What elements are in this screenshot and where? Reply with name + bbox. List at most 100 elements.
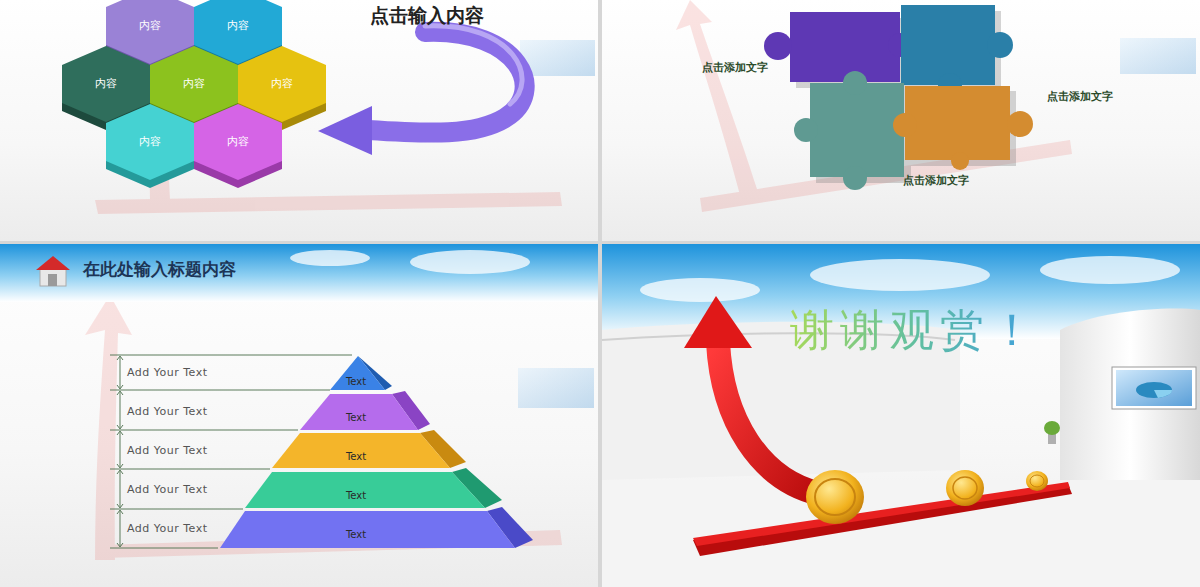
puzzle-piece [951,152,969,170]
sky-band [810,259,990,291]
bracket-line [120,511,121,546]
node-text: 内容 [139,20,161,32]
hexagon-cell: 内容 [106,104,194,180]
gold-coin [1026,471,1048,491]
pyramid-tier-face [272,433,450,468]
bracket-line [110,509,243,510]
curved-arrow [318,26,525,155]
sky-band [0,244,598,302]
potted-plant [1048,434,1056,444]
gold-coin [806,470,1048,524]
wall-picture [518,368,594,408]
puzzle-piece [893,113,917,137]
pyramid-tier: Text [300,391,430,430]
node-text: Text [346,529,366,540]
bracket-line [110,390,330,391]
bracket-line [120,432,121,467]
bracket-line [110,469,270,470]
hexagon-cell-face [194,104,282,180]
prompt-text: 点击输入内容 [370,5,484,27]
wall-picture [1154,390,1172,398]
room-wall [602,480,1200,587]
gold-coin [953,477,977,499]
node-text: 内容 [183,78,205,90]
gold-coin [1030,475,1044,487]
tier-label: Add Your Text [127,367,208,380]
puzzle-label: 点击添加文字 [1047,91,1113,104]
title-icon [36,256,70,270]
slide-panel [0,244,598,587]
curved-arrow [425,26,522,104]
puzzle-piece [843,71,867,95]
sky-band [290,250,1180,302]
slide-panel [602,244,1200,587]
gold-coin [806,470,864,524]
potted-plant [1044,421,1060,435]
wall-picture [1116,370,1192,406]
tier-label: Add Your Text [127,445,208,458]
curved-arrow [318,106,372,155]
node-text: 内容 [95,78,117,90]
wall-picture [1112,367,1196,409]
bracket-line [110,355,352,356]
puzzle-piece [901,5,1013,97]
wall-picture [1136,382,1172,398]
node-text: 内容 [227,136,249,148]
gold-coin [946,470,984,506]
pyramid-tier: Text [245,468,502,508]
tier-label: Add Your Text [127,484,208,497]
puzzle-piece [790,12,900,82]
title-icon [40,268,66,286]
title-icon [48,274,57,286]
potted-plant [1044,421,1060,444]
sky-band [410,250,530,274]
faint-arrow [85,295,132,560]
curved-arrow [368,32,525,133]
puzzle-piece [810,83,904,177]
growth-arrow [718,342,820,494]
bracket-line [120,471,121,507]
sky-band [290,250,370,266]
slide-title: 在此处输入标题内容 [83,260,236,280]
node-text: Text [346,376,366,387]
tier-label: Add Your Text [127,406,208,419]
puzzle-piece [843,166,867,190]
hexagon-cell-face [106,104,194,180]
pyramid-tier-shape [245,468,502,516]
bracket-line [110,430,298,431]
puzzle-piece [764,32,792,60]
pyramid-tier-shape [220,507,533,556]
gold-coin [815,479,855,515]
slide-panel [602,0,1200,241]
pyramid-tier-face [220,511,515,548]
pyramid-tier: Text [272,430,466,468]
thanks-text: 谢谢观赏！ [790,305,1040,356]
sky-band [1040,256,1180,284]
puzzle-label: 点击添加文字 [702,62,768,75]
puzzle-piece [764,5,1033,190]
bracket-line [110,548,218,549]
node-text: 内容 [227,20,249,32]
puzzle-piece [1007,111,1033,137]
puzzle-piece [764,12,912,82]
bracket-line [117,356,123,547]
node-text: 内容 [271,78,293,90]
puzzle-piece [901,5,995,85]
tier-label: Add Your Text [127,523,208,536]
puzzle-piece [893,86,1033,170]
puzzle-label: 点击添加文字 [903,175,969,188]
slide-panel [0,0,598,241]
puzzle-piece [987,32,1013,58]
growth-arrow [693,482,1070,546]
node-text: Text [346,412,366,423]
pyramid-tier-face [300,394,418,430]
sky-band [640,278,760,302]
growth-arrow [684,296,1072,556]
wall-picture [1120,38,1196,74]
puzzle-piece [794,118,818,142]
puzzle-piece [794,71,904,190]
hexagon-cell: 内容 [194,104,282,180]
puzzle-piece [905,86,1010,160]
